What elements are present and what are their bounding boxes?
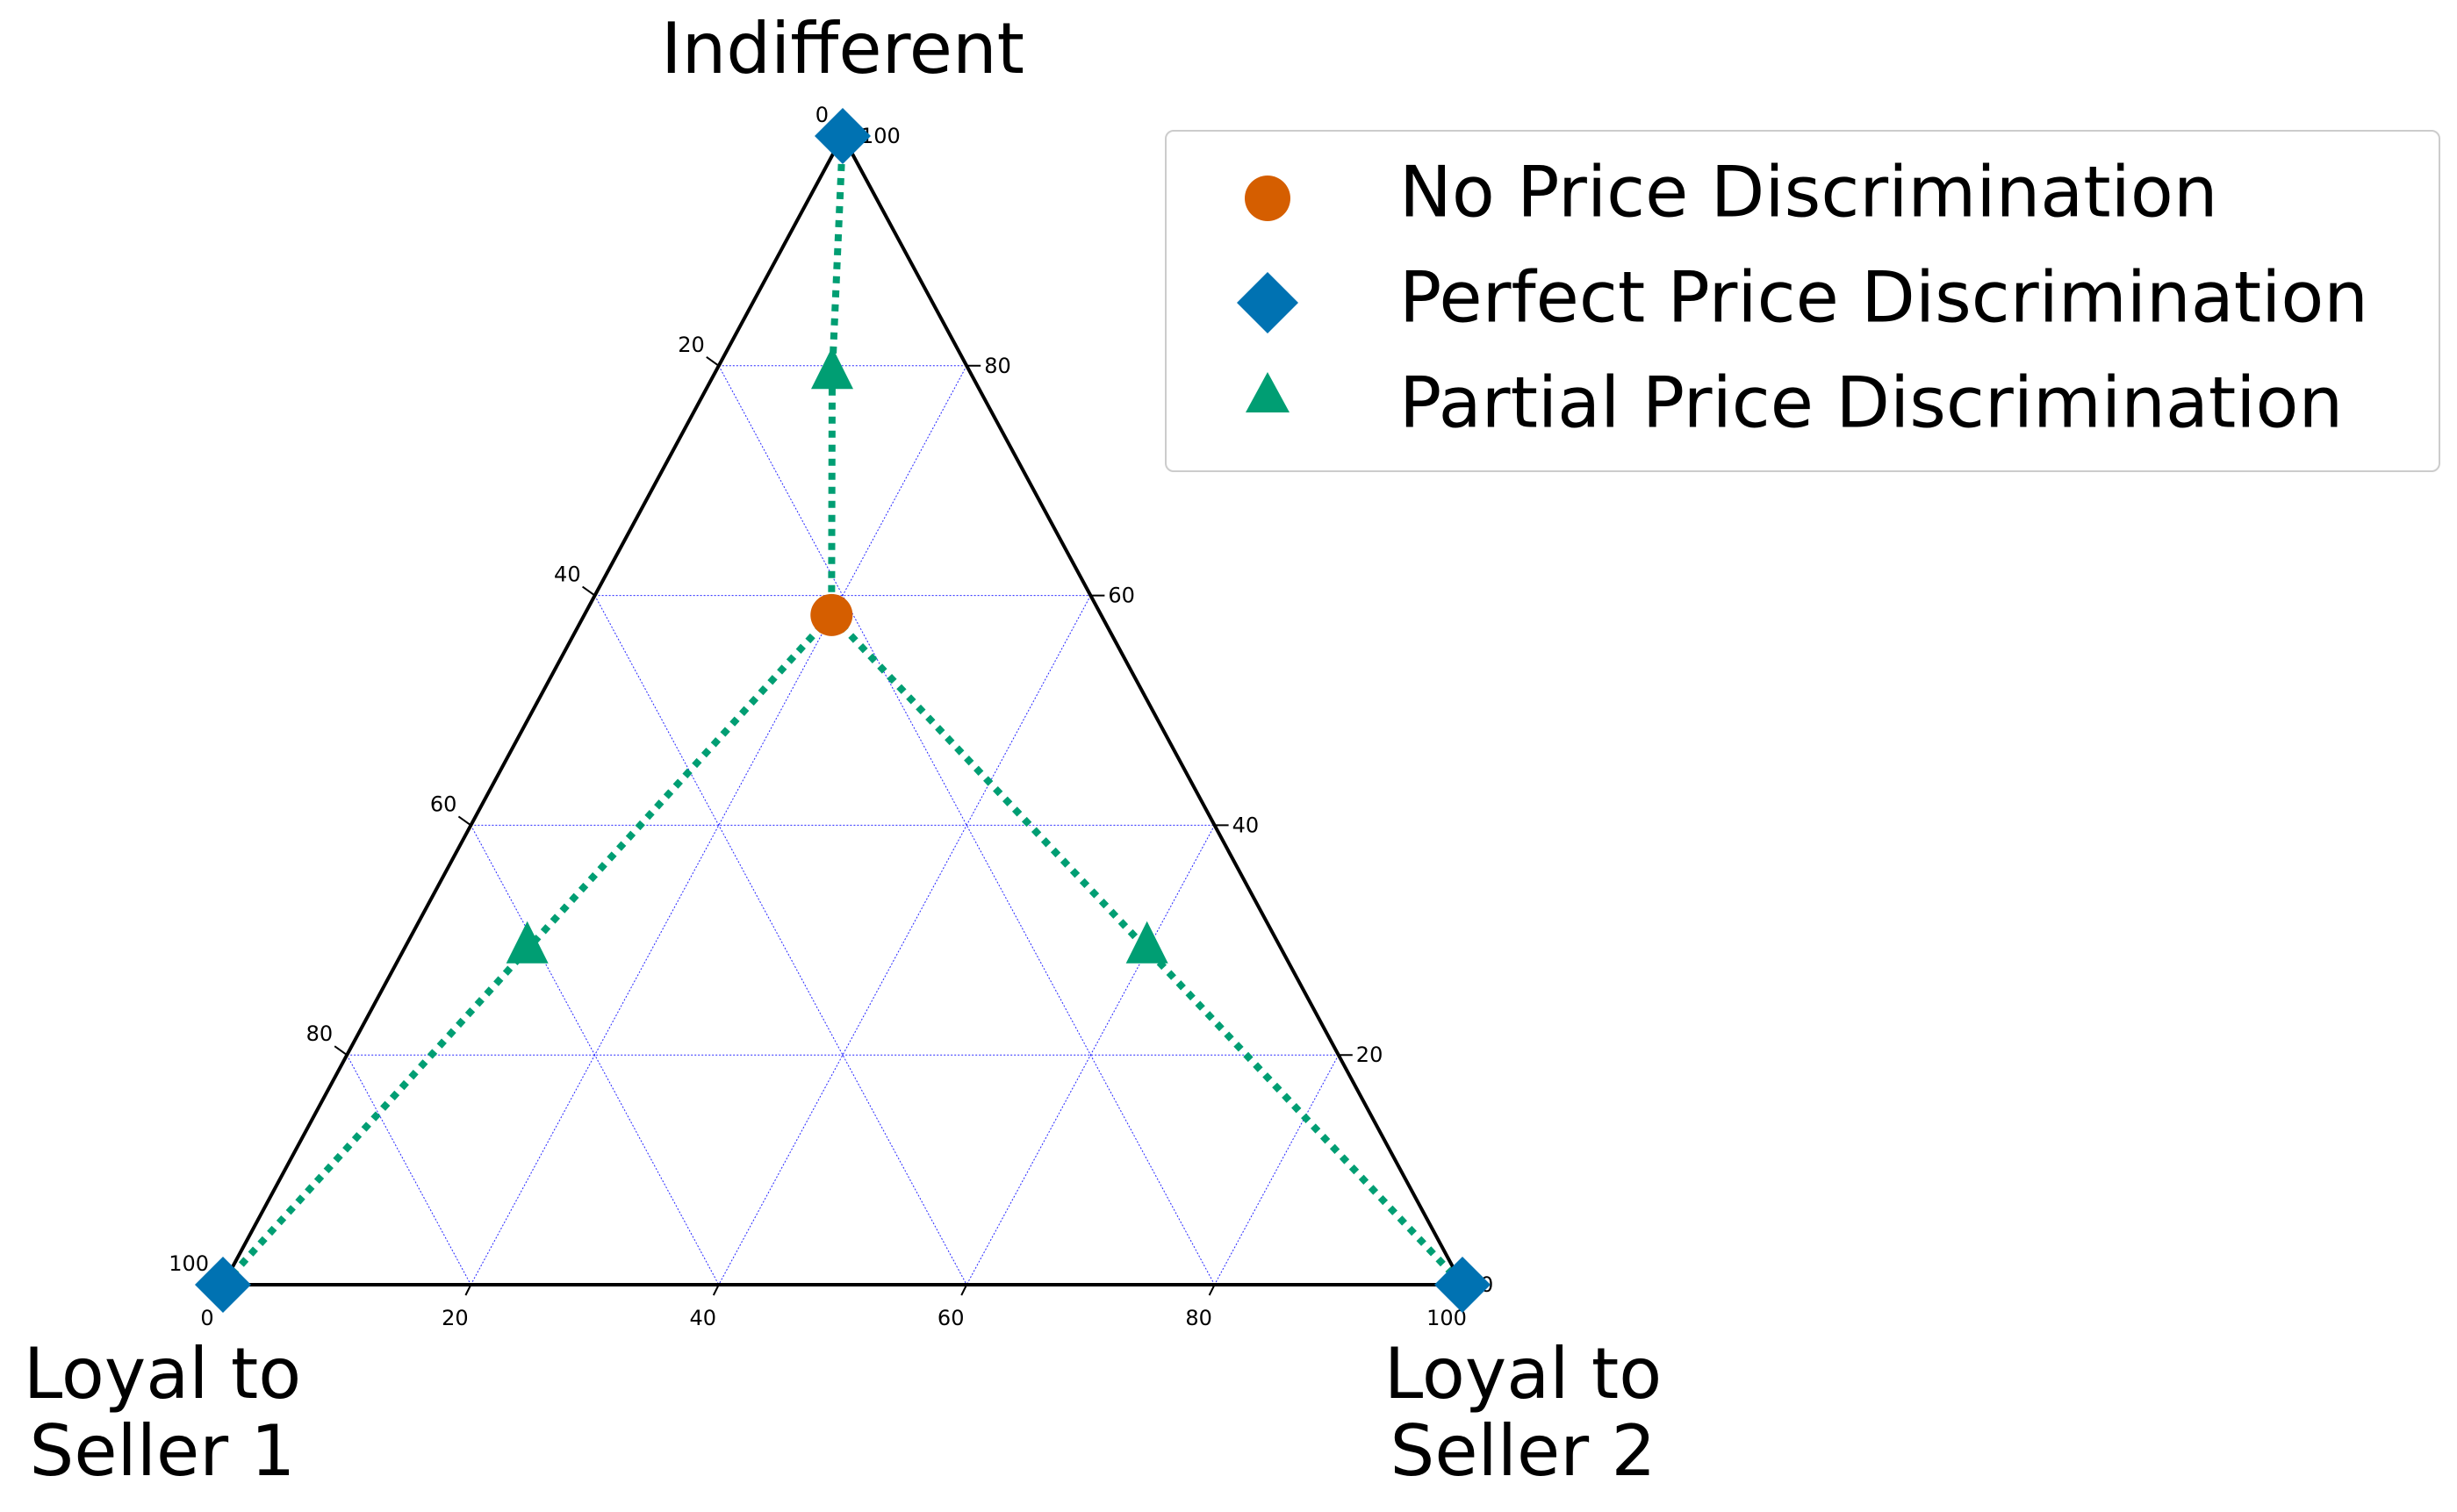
gridline [1214, 1054, 1340, 1286]
tick-bottom [1208, 1284, 1216, 1296]
point-perfect-price-discrimination [1434, 1257, 1491, 1313]
tick-label-bottom: 60 [938, 1306, 965, 1330]
legend-marker-triangle [1246, 372, 1290, 412]
tick-left [457, 815, 471, 827]
tick-bottom [712, 1284, 720, 1296]
tick-label-left: 100 [169, 1251, 209, 1276]
legend-diamond [1237, 272, 1298, 333]
tick-label-left: 60 [430, 792, 457, 816]
legend-label: No Price Discrimination [1399, 151, 2218, 233]
point-perfect-price-discrimination [195, 1257, 251, 1313]
tick-left [334, 1045, 348, 1057]
gridline [594, 595, 967, 1286]
triangle-frame [219, 132, 1466, 1286]
legend-item-perfect-price-discrimination: Perfect Price Discrimination [1167, 246, 2439, 349]
legend-item-partial-price-discrimination: Partial Price Discrimination [1167, 351, 2439, 455]
tick-label-left: 80 [306, 1021, 334, 1046]
legend: No Price Discrimination Perfect Price Di… [1165, 130, 2440, 472]
legend-triangle [1246, 372, 1290, 412]
tick-left [582, 585, 596, 597]
axis-label-line: Loyal to [1384, 1333, 1662, 1415]
legend-marker-diamond [1237, 272, 1298, 333]
gridline [346, 1054, 471, 1286]
tick-label-left: 0 [815, 103, 829, 127]
data-points [195, 108, 1491, 1313]
tick-label-right: 80 [984, 354, 1011, 378]
gridline [718, 595, 1091, 1286]
point-partial-price-discrimination [1125, 921, 1168, 964]
tick-left [706, 355, 720, 367]
tick-bottom [464, 1284, 472, 1296]
point-no-price-discrimination [810, 593, 853, 636]
legend-marker-circle [1245, 176, 1290, 221]
legend-item-no-price-discrimination: No Price Discrimination [1167, 140, 2439, 244]
point-partial-price-discrimination [506, 921, 549, 964]
triangle-outline [219, 132, 1466, 1286]
legend-label: Perfect Price Discrimination [1399, 256, 2368, 339]
axis-label-line: Seller 2 [1390, 1410, 1656, 1492]
point-partial-price-discrimination [810, 347, 853, 390]
tick-label-right: 20 [1356, 1043, 1383, 1067]
tick-label-left: 20 [678, 333, 705, 357]
tick-label-left: 40 [554, 563, 581, 587]
tick-label-right: 40 [1232, 813, 1260, 837]
point-perfect-price-discrimination [815, 108, 871, 164]
tick-label-bottom: 20 [442, 1306, 469, 1330]
tick-label-right: 60 [1108, 584, 1135, 608]
axis-label-line: Loyal to [24, 1333, 301, 1415]
tick-label-bottom: 40 [690, 1306, 717, 1330]
tick-bottom [960, 1284, 968, 1296]
legend-circle [1245, 176, 1290, 221]
axis-label-top: Indifferent [661, 8, 1024, 90]
gridlines [346, 365, 1340, 1286]
legend-label: Partial Price Discrimination [1399, 362, 2344, 444]
tick-label-bottom: 80 [1185, 1306, 1212, 1330]
tick-label-bottom: 0 [200, 1306, 213, 1330]
axis-label-line: Seller 1 [30, 1410, 296, 1492]
